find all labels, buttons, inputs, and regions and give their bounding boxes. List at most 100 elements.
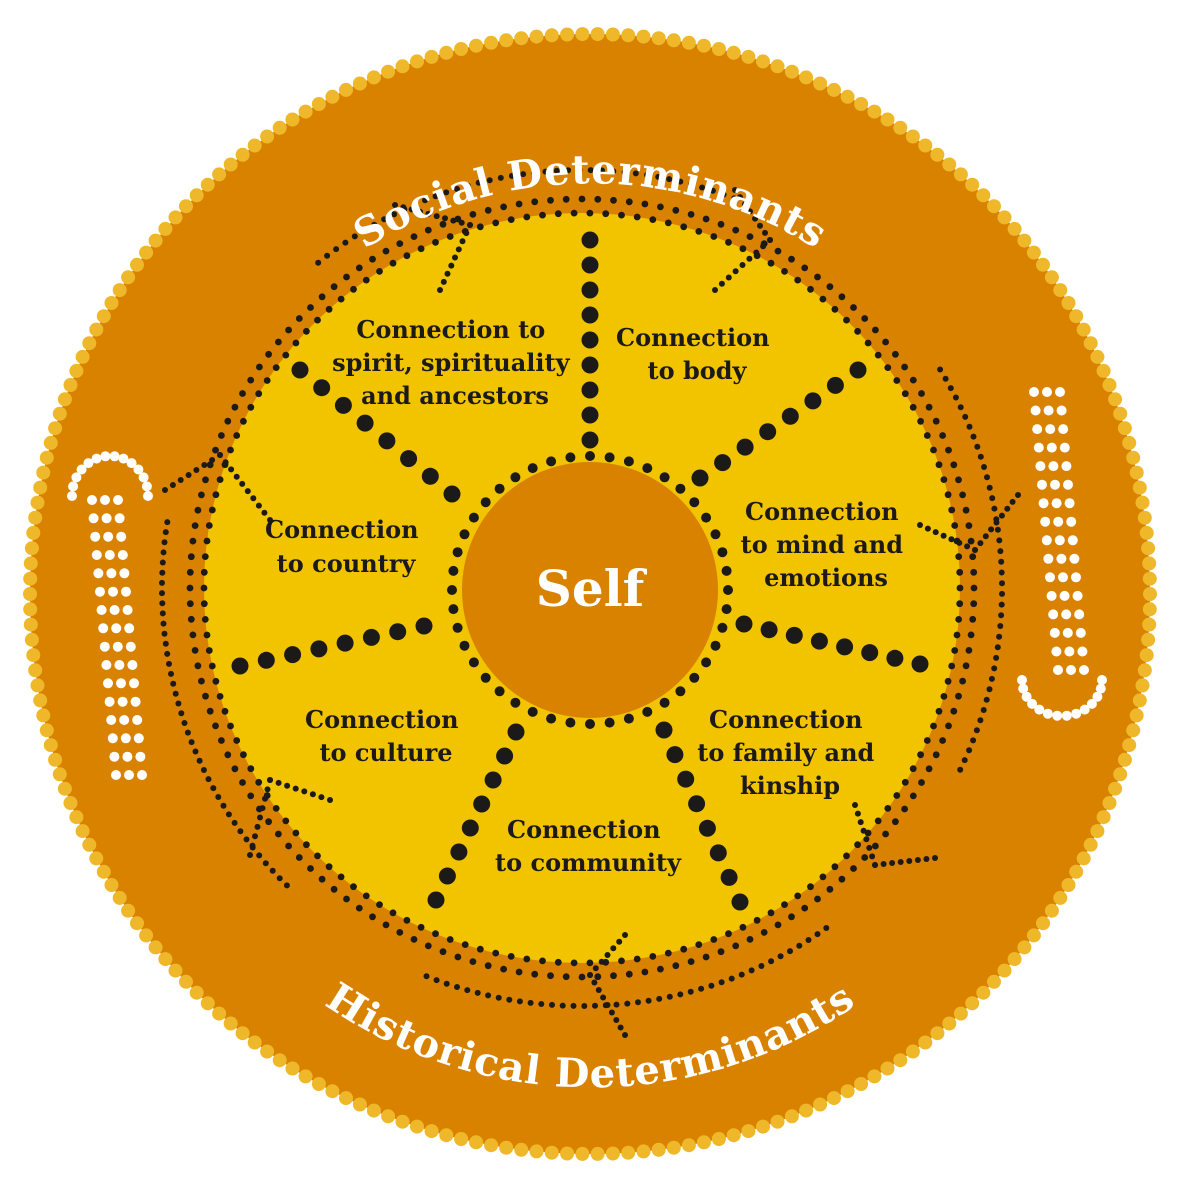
swirl-dot bbox=[239, 480, 246, 487]
inner-border-dot bbox=[233, 432, 241, 439]
spoke-dot bbox=[810, 632, 828, 650]
inner-border-dot bbox=[955, 553, 963, 560]
inner-border-dot bbox=[874, 817, 882, 825]
spoke-dot bbox=[581, 281, 599, 299]
outer-border-dot bbox=[1126, 450, 1141, 465]
swirl-dot bbox=[993, 654, 1000, 661]
self-border-dot bbox=[452, 622, 463, 633]
spoke-dot bbox=[231, 657, 249, 675]
white-arrow-dot bbox=[133, 464, 144, 475]
white-arrow-dot bbox=[141, 481, 152, 492]
inner-border-dot bbox=[578, 973, 586, 981]
inner-border-dot bbox=[826, 885, 834, 893]
inner-border-dot bbox=[554, 210, 562, 218]
inner-border-dot bbox=[909, 792, 917, 800]
white-arrow-dot bbox=[88, 513, 99, 524]
white-arrow-dot bbox=[116, 678, 126, 689]
outer-border-dot bbox=[942, 1016, 957, 1031]
swirl-dot bbox=[309, 791, 316, 798]
white-dot-arrows bbox=[67, 387, 1107, 780]
white-arrow-dot bbox=[113, 495, 123, 505]
outer-border-dot bbox=[1139, 648, 1154, 663]
self-border-dot bbox=[604, 452, 615, 463]
outer-border-dot bbox=[987, 199, 1001, 214]
white-arrow-dot bbox=[1040, 516, 1051, 527]
swirl-dot bbox=[980, 707, 987, 713]
inner-border-dot bbox=[702, 215, 710, 223]
outer-border-dot bbox=[33, 480, 48, 495]
outer-border-dot bbox=[57, 392, 72, 407]
swirl-dot bbox=[292, 785, 299, 792]
spoke-dot bbox=[356, 414, 374, 432]
swirl-dot bbox=[757, 222, 763, 229]
swirl-dot bbox=[999, 580, 1005, 587]
inner-border-dot bbox=[953, 631, 961, 639]
outer-border-dot bbox=[179, 974, 193, 989]
white-arrow-dot bbox=[107, 733, 118, 744]
outer-border-dot bbox=[726, 1128, 741, 1143]
outer-border-dot bbox=[223, 1016, 238, 1031]
white-arrow-dot bbox=[101, 513, 112, 524]
swirl-dot bbox=[1009, 498, 1016, 505]
white-arrow-dot bbox=[1058, 572, 1068, 583]
swirl-dot bbox=[433, 213, 440, 220]
outer-border-dot bbox=[352, 1097, 367, 1112]
inner-border-dot bbox=[945, 446, 952, 454]
spoke-dot bbox=[310, 640, 328, 658]
spoke-dot bbox=[714, 454, 732, 472]
outer-border-dot bbox=[965, 996, 980, 1011]
outer-border-dot bbox=[605, 27, 620, 42]
white-arrow-dot bbox=[122, 751, 133, 762]
outer-border-dot bbox=[189, 985, 204, 1000]
self-border-dot bbox=[459, 529, 470, 540]
spoke-dot bbox=[473, 795, 491, 813]
swirl-dot bbox=[255, 502, 262, 509]
swirl-dot bbox=[956, 539, 963, 546]
inner-border-dot bbox=[861, 854, 869, 861]
outer-border-dot bbox=[575, 1146, 590, 1161]
white-arrow-dot bbox=[1055, 387, 1065, 397]
white-arrow-dot bbox=[126, 458, 137, 469]
inner-border-dot bbox=[807, 285, 814, 293]
outer-border-dot bbox=[260, 129, 275, 144]
inner-border-dot bbox=[265, 818, 272, 826]
swirl-dot bbox=[261, 509, 268, 516]
outer-border-dot bbox=[544, 1145, 559, 1160]
white-arrow-dot bbox=[117, 696, 128, 707]
white-arrow-dot bbox=[1059, 590, 1070, 601]
outer-border-dot bbox=[770, 1114, 785, 1129]
spoke-dot bbox=[581, 331, 599, 349]
inner-border-dot bbox=[216, 693, 224, 700]
spoke-dot bbox=[655, 721, 673, 739]
white-arrow-dot bbox=[1095, 683, 1106, 694]
swirl-dot bbox=[738, 971, 745, 978]
white-arrow-dot bbox=[1045, 424, 1056, 435]
swirl-dot bbox=[553, 167, 560, 174]
swirl-dot bbox=[998, 601, 1005, 608]
inner-border-dot bbox=[687, 211, 695, 218]
spoke-dot bbox=[781, 407, 799, 425]
outer-border-dot bbox=[529, 29, 544, 44]
swirl-dot bbox=[233, 473, 240, 480]
inner-border-dot bbox=[263, 377, 271, 384]
swirl-dot bbox=[217, 452, 223, 458]
spoke-dot bbox=[427, 891, 445, 909]
outer-border-dot bbox=[621, 28, 636, 43]
outer-border-dot bbox=[590, 1146, 605, 1161]
white-arrow-dot bbox=[1048, 609, 1059, 620]
inner-border-dot bbox=[945, 722, 952, 730]
swirl-dot bbox=[617, 1024, 624, 1031]
swirl-dot bbox=[762, 229, 768, 236]
self-border-dot bbox=[623, 456, 634, 467]
spoke-dot bbox=[735, 615, 753, 633]
swirl-dot bbox=[768, 958, 775, 965]
white-arrow-dot bbox=[114, 660, 125, 670]
white-arrow-dot bbox=[68, 481, 79, 492]
self-border-dot bbox=[494, 483, 505, 494]
swirl-dot bbox=[467, 222, 473, 228]
inner-border-dot bbox=[212, 446, 219, 454]
spoke-dot bbox=[461, 819, 479, 837]
inner-border-dot bbox=[410, 233, 418, 241]
self-circle bbox=[462, 462, 718, 718]
swirl-dot bbox=[981, 464, 987, 470]
